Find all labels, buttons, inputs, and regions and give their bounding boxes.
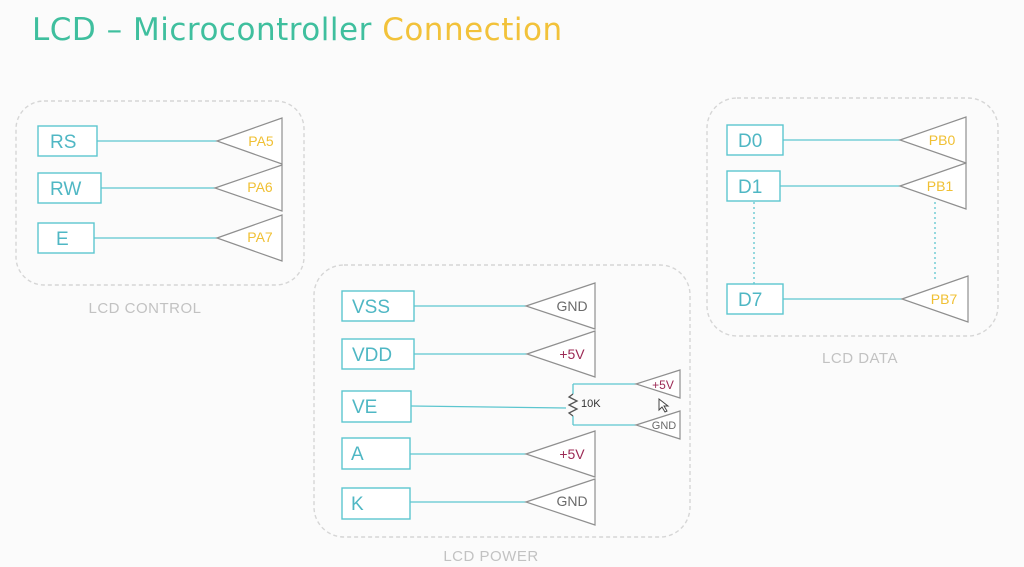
- gnd-buffer-icon-k: [524, 478, 596, 526]
- title-part-2: Connection: [382, 12, 563, 48]
- lcd-control-frame: [15, 100, 305, 286]
- lcd-power-label: LCD POWER: [443, 548, 538, 565]
- pa5-buffer-icon: [215, 117, 283, 165]
- pot-plus5v-buffer-icon: [634, 369, 681, 399]
- gnd-buffer-icon: [524, 282, 596, 330]
- pin-label-e: E: [56, 229, 69, 250]
- pa6-buffer-icon: [213, 164, 283, 212]
- pin-box-k: [341, 487, 411, 520]
- title-part-1: LCD – Microcontroller: [32, 12, 372, 48]
- pot-supply-top-label: +5V: [652, 378, 674, 392]
- port-label-pa6: PA6: [247, 179, 273, 195]
- pin-box-d7: [726, 283, 784, 315]
- pin-box-vss: [341, 290, 415, 322]
- pot-supply-bottom-label: GND: [652, 420, 677, 432]
- pb7-buffer-icon: [900, 275, 969, 323]
- lcd-data-label: LCD DATA: [822, 350, 898, 367]
- mouse-cursor-icon: [658, 397, 670, 413]
- pin-label-a: A: [351, 444, 364, 465]
- pin-label-d1: D1: [738, 177, 762, 198]
- ve-wire: [410, 405, 567, 409]
- pin-label-vdd: VDD: [352, 345, 392, 366]
- pin-label-vss: VSS: [352, 297, 390, 318]
- pin-box-ve: [341, 390, 412, 423]
- port-label-pb0: PB0: [929, 132, 956, 148]
- potentiometer-icon: [567, 393, 579, 417]
- page-title: LCD – Microcontroller Connection: [32, 12, 563, 48]
- port-label-pb1: PB1: [927, 178, 954, 194]
- supply-label-vss: GND: [556, 298, 587, 314]
- lcd-power-frame: [313, 264, 691, 538]
- port-label-pa5: PA5: [248, 133, 274, 149]
- supply-label-vdd: +5V: [559, 346, 585, 362]
- lcd-control-label: LCD CONTROL: [88, 300, 201, 317]
- pin-label-d0: D0: [738, 131, 762, 152]
- port-label-pa7: PA7: [247, 229, 273, 245]
- pin-box-rs: [37, 125, 98, 157]
- pin-label-ve: VE: [352, 397, 377, 418]
- pin-box-a: [341, 437, 411, 470]
- pin-label-rw: RW: [50, 179, 81, 200]
- pot-value-label: 10K: [581, 398, 601, 410]
- pin-label-d7: D7: [738, 290, 762, 311]
- pin-box-rw: [37, 172, 102, 204]
- pin-label-k: K: [351, 494, 364, 515]
- pin-label-rs: RS: [50, 132, 76, 153]
- lcd-data-frame: [706, 97, 999, 337]
- port-label-pb7: PB7: [931, 291, 958, 307]
- pb1-buffer-icon: [898, 162, 967, 210]
- lcd-control-group: LCD CONTROL RS PA5 RW PA6 E PA7: [15, 100, 305, 317]
- plus5v-buffer-icon-a: [524, 430, 596, 478]
- lcd-power-group: LCD POWER VSS GND VDD +5V VE 10K +5V GND: [313, 264, 691, 565]
- supply-label-k: GND: [556, 493, 587, 509]
- pot-gnd-buffer-icon: [634, 410, 681, 440]
- plus5v-buffer-icon: [525, 330, 596, 378]
- pin-box-vdd: [341, 338, 415, 370]
- pb0-buffer-icon: [898, 116, 967, 164]
- supply-label-a: +5V: [559, 446, 585, 462]
- lcd-data-group: LCD DATA D0 PB0 D1 PB1 D7 PB7: [706, 97, 999, 367]
- pin-box-d1: [726, 170, 781, 202]
- pin-box-d0: [726, 124, 784, 156]
- pin-box-e: [37, 222, 95, 254]
- pa7-buffer-icon: [215, 214, 283, 262]
